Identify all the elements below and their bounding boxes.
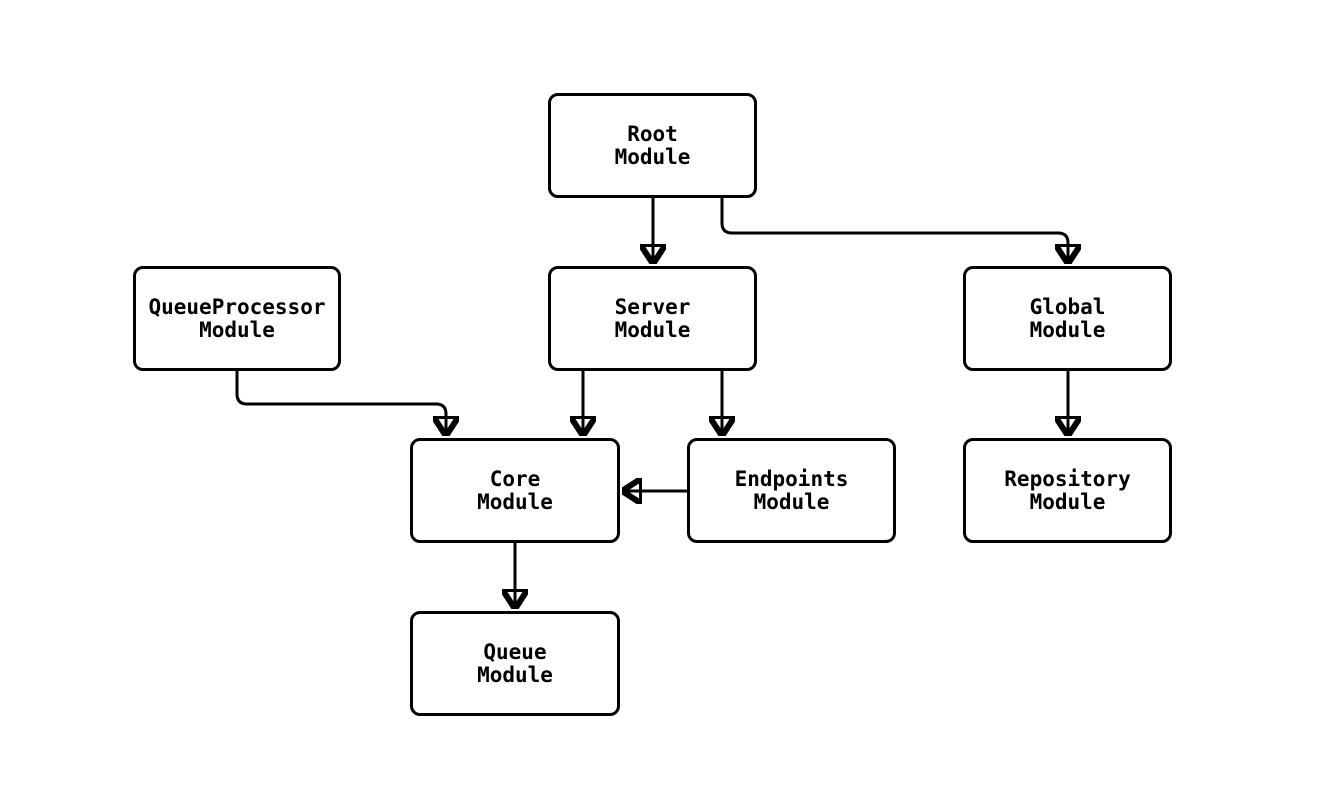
node-server-module-label: Server Module (614, 294, 691, 342)
node-global-module-label: Global Module (1029, 294, 1106, 342)
node-root-module: Root Module (548, 93, 757, 198)
node-core-module-label: Core Module (477, 466, 553, 514)
node-repository-module-label: Repository Module (1004, 466, 1131, 514)
node-core-module: Core Module (410, 438, 620, 543)
node-queueprocessor-module: QueueProcessor Module (133, 266, 341, 371)
node-endpoints-module-label: Endpoints Module (734, 466, 849, 514)
node-server-module: Server Module (548, 266, 757, 371)
node-global-module: Global Module (963, 266, 1172, 371)
node-queue-module-label: Queue Module (477, 639, 553, 687)
edge-queueprocessor-to-core (235, 371, 446, 435)
node-endpoints-module: Endpoints Module (687, 438, 896, 543)
node-root-module-label: Root Module (614, 121, 691, 169)
node-queueprocessor-module-label: QueueProcessor Module (148, 294, 326, 342)
node-repository-module: Repository Module (963, 438, 1172, 543)
node-queue-module: Queue Module (410, 611, 620, 716)
edge-root-to-global (720, 198, 1068, 263)
